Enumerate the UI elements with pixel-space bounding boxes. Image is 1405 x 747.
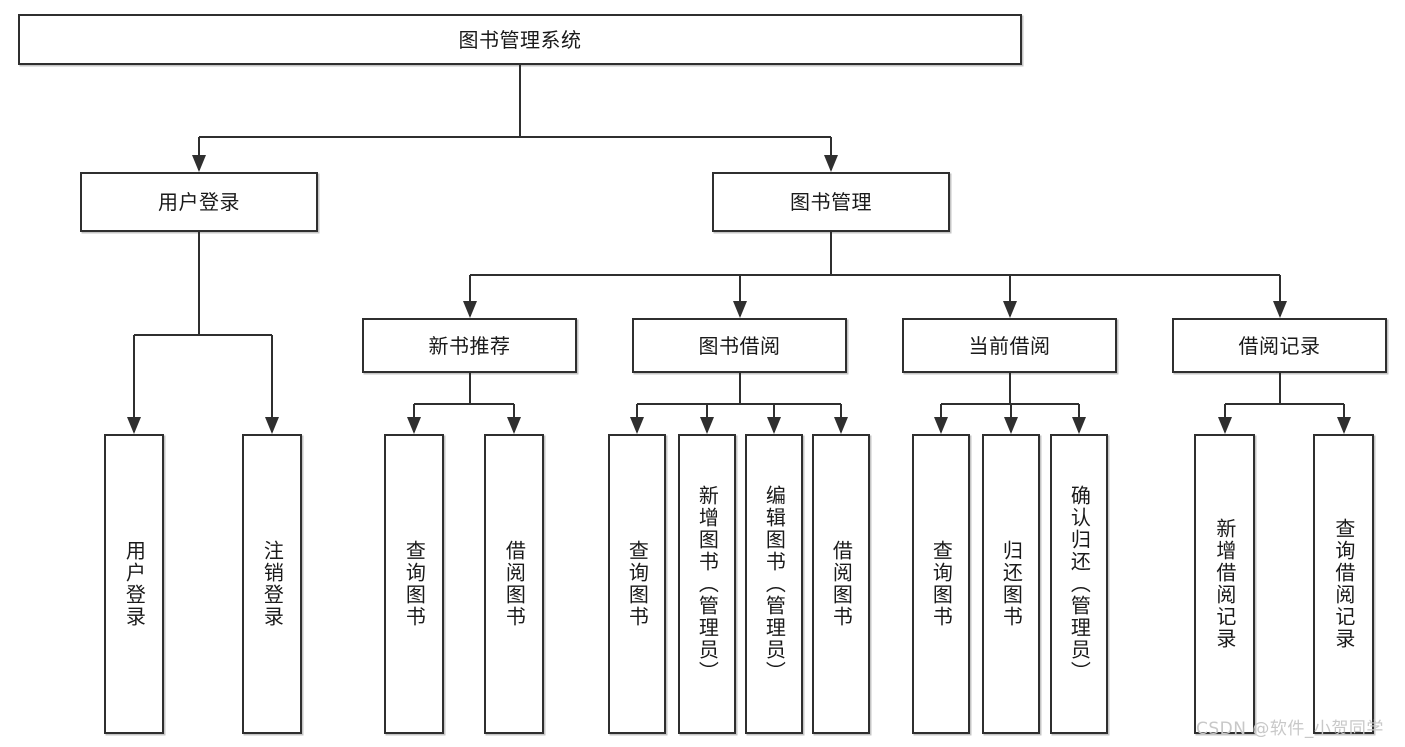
connector-g0-stem	[468, 373, 471, 404]
connector-ul-bus	[134, 334, 272, 336]
leaf-edit-book-admin[interactable]: 编辑图书（管理员）	[745, 434, 803, 734]
connector-g3-stem	[1278, 373, 1281, 404]
node-label: 注销登录	[260, 540, 285, 628]
connector-to-level2-1	[830, 137, 832, 170]
leaf-borrow-book[interactable]: 借阅图书	[812, 434, 870, 734]
node-label: 查询图书	[929, 540, 954, 628]
leaf-query-borrow-record[interactable]: 查询借阅记录	[1313, 434, 1374, 734]
connector-g2-stem	[1008, 373, 1011, 404]
node-label: 用户登录	[158, 190, 240, 214]
node-label: 编辑图书（管理员）	[762, 485, 787, 683]
leaf-borrow-book-recommend[interactable]: 借阅图书	[484, 434, 544, 734]
connector-g3-bus	[1224, 403, 1344, 405]
arrowhead-icon	[1002, 301, 1017, 318]
node-label: 借阅记录	[1238, 333, 1321, 358]
connector-g1-bus	[637, 403, 841, 405]
connector-g1-stem	[738, 373, 741, 404]
arrowhead-icon	[824, 155, 838, 172]
connector-to-level3-1	[738, 275, 741, 316]
arrowhead-icon	[700, 417, 714, 434]
connector-to-level3-0	[468, 275, 471, 316]
node-book-borrow[interactable]: 图书借阅	[632, 318, 847, 373]
node-label: 新书推荐	[428, 333, 511, 358]
arrowhead-icon	[407, 417, 421, 434]
node-borrow-record[interactable]: 借阅记录	[1172, 318, 1387, 373]
arrowhead-icon	[630, 417, 644, 434]
arrowhead-icon	[1272, 301, 1287, 318]
connector-to-level3-2	[1008, 275, 1011, 316]
node-current-borrow[interactable]: 当前借阅	[902, 318, 1117, 373]
node-label: 借阅图书	[502, 540, 527, 628]
arrowhead-icon	[462, 301, 477, 318]
node-label: 查询借阅记录	[1331, 518, 1356, 650]
connector-root-stem	[519, 65, 521, 137]
arrowhead-icon	[732, 301, 747, 318]
node-label: 图书管理系统	[458, 27, 582, 52]
connector-bm-bus	[469, 274, 1280, 276]
leaf-query-book-recommend[interactable]: 查询图书	[384, 434, 444, 734]
arrowhead-icon	[934, 417, 948, 434]
arrowhead-icon	[192, 155, 206, 172]
arrowhead-icon	[834, 417, 848, 434]
leaf-return-book[interactable]: 归还图书	[982, 434, 1040, 734]
arrowhead-icon	[1072, 417, 1086, 434]
node-label: 借阅图书	[829, 540, 854, 628]
node-label: 图书借阅	[698, 333, 781, 358]
arrowhead-icon	[265, 417, 279, 434]
connector-to-level2-0	[198, 137, 200, 170]
node-book-management[interactable]: 图书管理	[712, 172, 950, 232]
leaf-logout-login[interactable]: 注销登录	[242, 434, 302, 734]
connector-to-leaf-1	[271, 335, 273, 432]
node-label: 新增借阅记录	[1212, 518, 1237, 650]
arrowhead-icon	[1004, 417, 1018, 434]
node-label: 确认归还（管理员）	[1067, 485, 1092, 683]
arrowhead-icon	[507, 417, 521, 434]
csdn-watermark: CSDN @软件_小贺同学	[1196, 719, 1384, 739]
node-new-book-recommend[interactable]: 新书推荐	[362, 318, 577, 373]
node-label: 新增图书（管理员）	[695, 485, 720, 683]
connector-to-leaf-0	[133, 335, 135, 432]
node-root-book-management-system[interactable]: 图书管理系统	[18, 14, 1022, 65]
arrowhead-icon	[767, 417, 781, 434]
node-label: 查询图书	[402, 540, 427, 628]
leaf-add-borrow-record[interactable]: 新增借阅记录	[1194, 434, 1255, 734]
connector-ul-stem	[198, 232, 200, 335]
connector-to-level3-3	[1278, 275, 1281, 316]
leaf-query-book-current[interactable]: 查询图书	[912, 434, 970, 734]
node-label: 用户登录	[122, 540, 147, 628]
node-label: 当前借阅	[968, 333, 1051, 358]
connector-g0-bus	[414, 403, 514, 405]
leaf-confirm-return-admin[interactable]: 确认归还（管理员）	[1050, 434, 1108, 734]
leaf-add-book-admin[interactable]: 新增图书（管理员）	[678, 434, 736, 734]
connector-root-bus	[199, 136, 831, 138]
arrowhead-icon	[1217, 417, 1232, 434]
node-user-login[interactable]: 用户登录	[80, 172, 318, 232]
connector-bm-stem	[830, 232, 832, 275]
node-label: 查询图书	[625, 540, 650, 628]
node-label: 图书管理	[790, 190, 872, 214]
node-label: 归还图书	[999, 540, 1024, 628]
arrowhead-icon	[127, 417, 141, 434]
leaf-query-book-borrow[interactable]: 查询图书	[608, 434, 666, 734]
arrowhead-icon	[1336, 417, 1351, 434]
leaf-user-login[interactable]: 用户登录	[104, 434, 164, 734]
